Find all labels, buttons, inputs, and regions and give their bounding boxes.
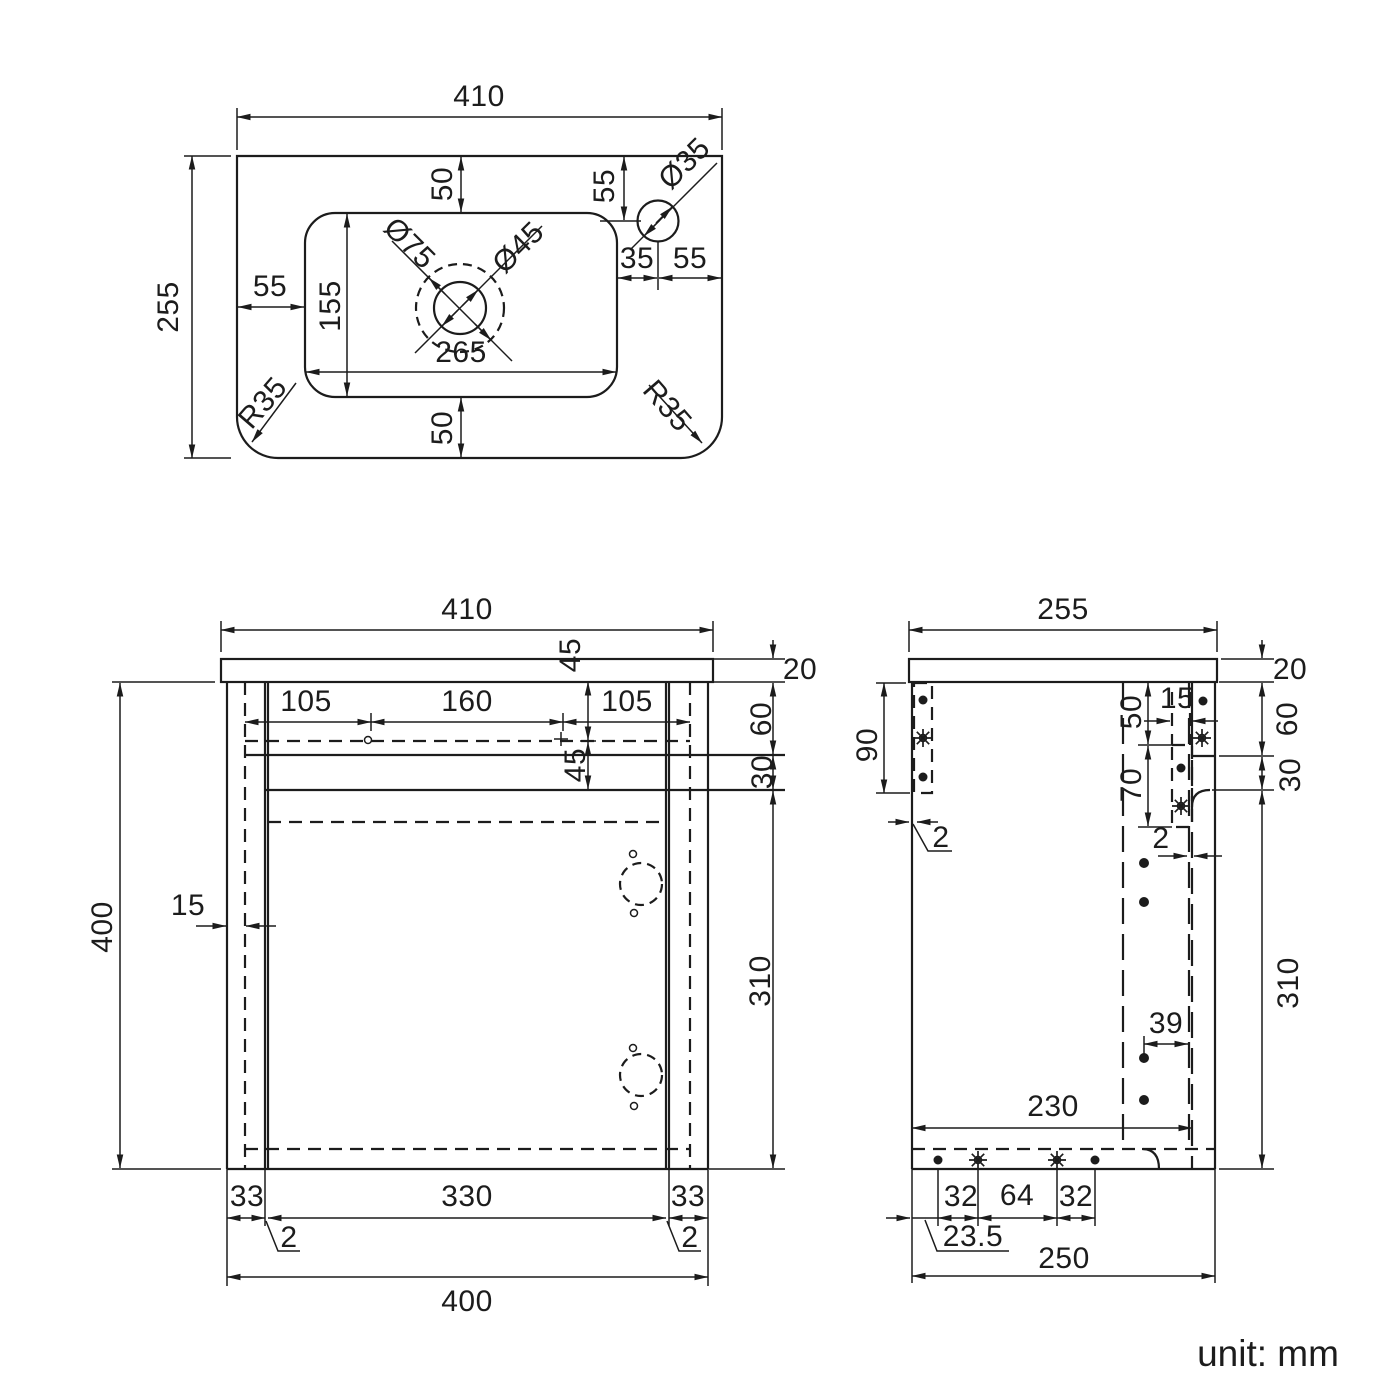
dim-drain-inner-dia: Ø45: [486, 215, 551, 280]
dim-side-screw-32a: 32: [944, 1180, 978, 1213]
dim-faucet-top-offset: 55: [588, 169, 621, 203]
side-view: 255 20 60 30 310 90 2: [851, 593, 1307, 1283]
dim-side-screw-32b: 32: [1059, 1180, 1093, 1213]
dim-side-gap-under-rail: 30: [1274, 758, 1307, 792]
dim-front-gap-right: 2: [681, 1221, 698, 1254]
dim-side-rail-height: 60: [1271, 702, 1304, 736]
dim-faucet-from-edge: 55: [673, 242, 707, 275]
dim-top-width: 410: [453, 80, 505, 113]
front-view: 410 20 60 30 310 45 45: [86, 593, 817, 1318]
dim-faucet-from-cutout: 35: [620, 242, 654, 275]
dim-front-offset-right: 105: [601, 685, 653, 718]
dim-side-front-gap: 2: [932, 821, 949, 854]
front-countertop: [219, 657, 715, 684]
dim-front-total-width: 400: [441, 1285, 493, 1318]
dim-front-gap-left: 2: [280, 1221, 297, 1254]
dim-front-door-height: 310: [744, 955, 777, 1007]
dim-cutout-height: 155: [314, 280, 347, 332]
dim-cutout-width: 265: [435, 336, 487, 369]
dim-top-depth: 255: [152, 281, 185, 333]
dim-front-rail-height: 60: [745, 702, 778, 736]
side-view-dimensions: 255 20 60 30 310 90 2: [851, 593, 1307, 1283]
dim-side-screw-64: 64: [1000, 1179, 1034, 1212]
dim-side-counter-thickness: 20: [1273, 653, 1307, 686]
dim-side-strip-length: 90: [851, 728, 884, 762]
dim-front-top-width: 410: [441, 593, 493, 626]
dim-front-side-thickness: 15: [171, 889, 205, 922]
front-view-dimensions: 410 20 60 30 310 45 45: [86, 593, 817, 1318]
drain-hole-outer: [414, 262, 506, 354]
dim-cutout-top-gap: 50: [426, 167, 459, 201]
dim-front-body-height: 400: [86, 901, 119, 953]
dim-drain-outer-dia: Ø75: [377, 211, 442, 276]
wall-bracket-hidden: [1170, 743, 1194, 829]
side-countertop: [907, 657, 1219, 684]
hinge-cup-bottom: [618, 1052, 664, 1098]
top-view: 410 255 50 50 55 155 265 55: [152, 80, 724, 460]
dim-front-counter-thickness: 20: [783, 653, 817, 686]
dim-side-door-height: 310: [1272, 957, 1305, 1009]
hinge-screw: [629, 1101, 639, 1111]
dim-side-back-gap: 2: [1152, 822, 1169, 855]
dim-front-door-width: 330: [441, 1180, 493, 1213]
dim-corner-radius-left: R35: [232, 371, 294, 435]
dim-cutout-bottom-gap: 50: [426, 411, 459, 445]
dim-front-gap-under-rail: 30: [746, 755, 779, 789]
dim-side-screw-edge-offset: 23.5: [943, 1220, 1003, 1253]
hinge-screw: [629, 908, 639, 918]
dim-side-bracket-height: 70: [1115, 768, 1148, 802]
hinge-cup-top: [618, 861, 664, 907]
hinge-screw: [628, 849, 638, 859]
dim-side-hinge-hole-offset: 39: [1149, 1007, 1183, 1040]
dim-front-rail-depth-b: 45: [559, 748, 592, 782]
dim-front-bottom-left: 33: [230, 1180, 264, 1213]
countertop-outline: [235, 154, 724, 460]
sink-cutout: [303, 211, 619, 399]
dim-front-bottom-right: 33: [671, 1180, 705, 1213]
dim-front-rail-depth-a: 45: [554, 638, 587, 672]
dim-side-depth: 255: [1037, 593, 1089, 626]
hinge-screw: [628, 1043, 638, 1053]
dim-side-bracket-top-offset: 50: [1115, 695, 1148, 729]
drain-hole-inner: [432, 280, 488, 336]
dim-front-offset-center: 160: [441, 685, 493, 718]
dim-side-total-depth: 250: [1038, 1242, 1090, 1275]
dim-faucet-dia: Ø35: [652, 131, 717, 196]
dim-cutout-left-gap: 55: [253, 270, 287, 303]
unit-label: unit: mm: [1197, 1333, 1339, 1374]
dim-side-inner-depth: 230: [1027, 1090, 1079, 1123]
dim-front-offset-left: 105: [280, 685, 332, 718]
dim-side-bracket-width: 15: [1160, 682, 1194, 715]
